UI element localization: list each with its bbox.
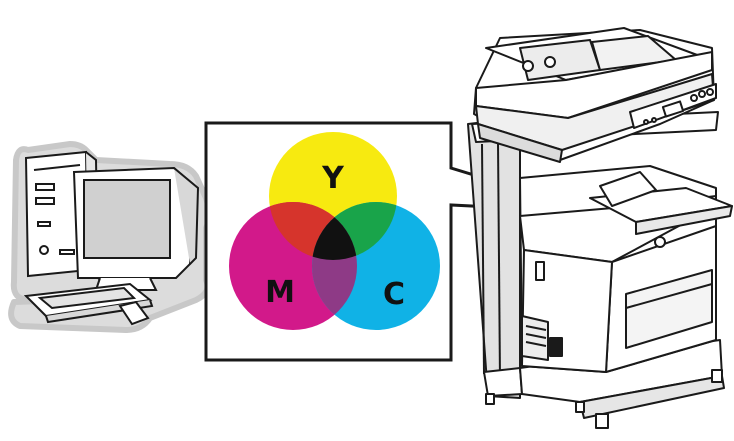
monitor-screen bbox=[84, 180, 170, 258]
label-cyan: C bbox=[383, 277, 405, 312]
label-magenta: M bbox=[265, 275, 295, 310]
label-yellow: Y bbox=[321, 161, 345, 196]
multifunction-printer-icon bbox=[468, 28, 732, 428]
scanner-unit bbox=[474, 28, 716, 162]
desktop-computer-icon bbox=[11, 144, 209, 330]
computer-monitor bbox=[74, 168, 198, 290]
